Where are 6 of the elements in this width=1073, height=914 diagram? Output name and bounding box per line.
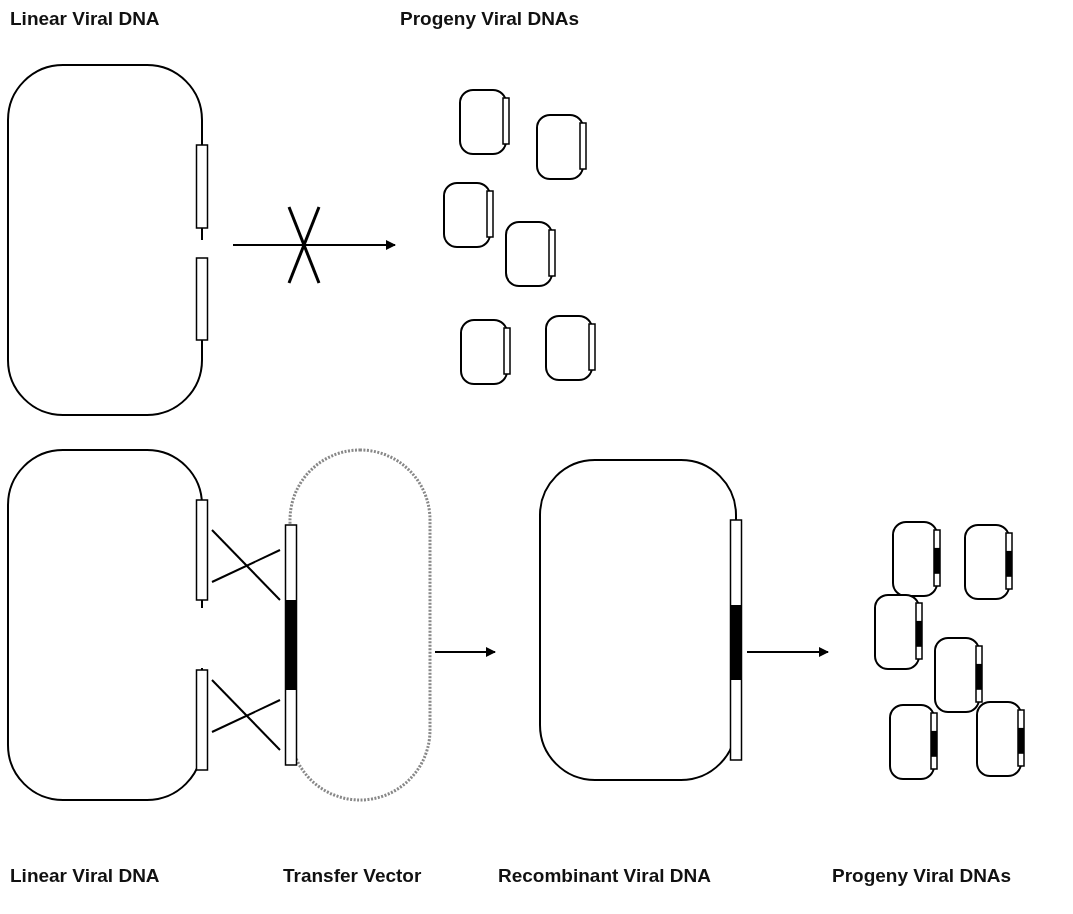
caption-label: Linear Viral DNA: [10, 8, 160, 30]
caption-label: Linear Viral DNA: [10, 865, 160, 887]
caption-label: Progeny Viral DNAs: [400, 8, 580, 30]
caption-label: Progeny Viral DNAs: [832, 865, 1012, 887]
caption-label: Recombinant Viral DNA: [498, 865, 711, 887]
caption-label: Transfer Vector: [283, 865, 422, 887]
